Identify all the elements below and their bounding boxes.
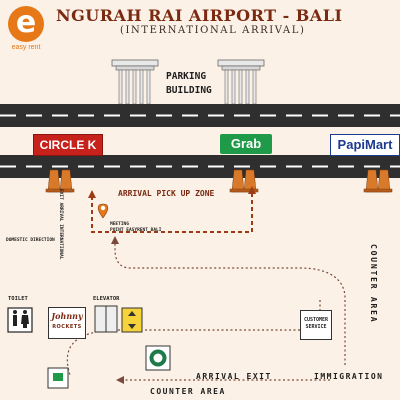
johnny-line2: ROCKETS — [52, 324, 82, 330]
map-pin-icon — [97, 203, 109, 219]
shop-icon — [47, 367, 69, 389]
brand-name: easy rent — [11, 44, 41, 51]
toilet-label: TOILET — [8, 296, 28, 302]
restroom-icon — [7, 307, 33, 333]
grab-sign: Grab — [220, 134, 272, 154]
meeting-line1: MEETING — [110, 222, 129, 227]
road-upper — [0, 104, 400, 127]
gate-left — [45, 169, 75, 193]
exit-arrival-label: EXIT ARRIVAL INTERNATIONAL — [58, 189, 63, 260]
brand-logo: e easy rent — [4, 6, 48, 51]
pickup-route-arrow — [88, 190, 96, 198]
page-title: NGURAH RAI AIRPORT - BALI — [56, 6, 343, 25]
gate-middle — [229, 169, 259, 193]
elevator-label: ELEVATOR — [93, 296, 120, 302]
papimart-sign: PapiMart — [330, 134, 400, 156]
parking-label-line2: BUILDING — [166, 85, 212, 96]
elevator-icon — [94, 305, 143, 333]
parking-label-line1: PARKING — [166, 71, 207, 82]
pickup-zone-label: ARRIVAL PICK UP ZONE — [118, 189, 215, 198]
gate-right — [363, 169, 393, 193]
walking-route-arrow — [111, 236, 119, 244]
johnny-line1: Johnny — [51, 311, 83, 321]
domestic-direction-label: DOMESTIC DIRECTION — [6, 238, 55, 243]
parking-building-right — [217, 59, 265, 105]
immigration-label: IMMIGRATION — [314, 372, 384, 381]
parking-building-left — [111, 59, 159, 105]
walking-route-lower — [66, 329, 300, 376]
page-subtitle: (INTERNATIONAL ARRIVAL) — [120, 25, 306, 36]
pickup-route-arrow-right — [248, 186, 256, 194]
johnny-rockets-logo: Johnny ROCKETS — [48, 307, 86, 339]
counter-area-vertical-label: COUNTER AREA — [369, 244, 378, 324]
pickup-zone-route — [91, 192, 253, 233]
customer-service-box: CUSTOMER SERVICE — [300, 310, 332, 340]
parking-building-label: PARKING BUILDING — [166, 70, 212, 98]
starbucks-logo-icon — [145, 345, 171, 371]
circle-k-sign: CIRCLE K — [33, 134, 103, 156]
walking-route-arrow-exit — [116, 376, 124, 384]
meeting-line2: POINT EASYRENT BALI — [110, 228, 162, 233]
arrival-exit-label: ARRIVAL EXIT — [196, 372, 272, 381]
road-lower — [0, 155, 400, 178]
brand-logo-icon: e — [8, 6, 44, 42]
meeting-point-label: MEETING POINT EASYRENT BALI — [110, 222, 161, 234]
counter-area-label: COUNTER AREA — [150, 387, 226, 396]
